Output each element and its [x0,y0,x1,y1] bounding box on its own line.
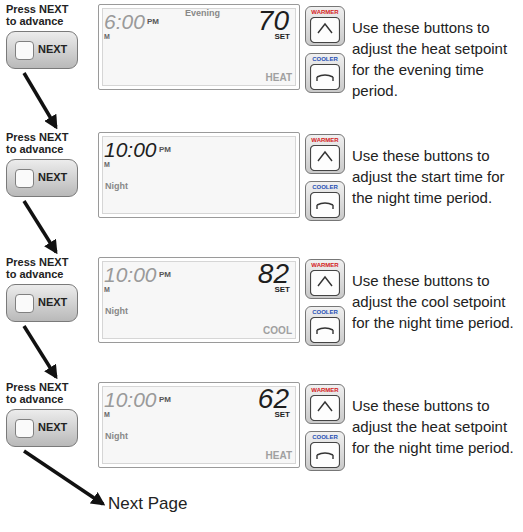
weekday: M [104,286,110,293]
up-key-icon [310,145,340,171]
am-pm: PM [147,18,159,26]
set-label: SET [274,411,290,419]
instruction-heading: Press NEXT to advance [6,131,76,155]
next-button: Press NEXT to advanceNEXT [6,256,78,322]
am-pm: PM [159,271,171,279]
button-label: NEXT [38,421,67,433]
button-key [15,169,34,188]
clock-time: 6:00 [104,11,145,32]
instruction-heading: Press NEXT to advance [6,3,76,27]
down-key-icon [310,317,340,343]
warmer-button: WARMER [305,134,345,174]
lcd-display: 10:00PM M 62SET NightHEAT [98,382,300,468]
cooler-button: COOLER [305,306,345,346]
step-arrow [24,201,56,252]
warmer-button: WARMER [305,259,345,299]
period-name: Evening [185,9,220,18]
instruction-text: Use these buttons to adjust the heat set… [352,395,520,458]
lcd-display: 10:00PM M Night [98,132,300,218]
mode-label: COOL [263,326,292,336]
key-label: WARMER [306,387,344,394]
key-label: COOLER [306,184,344,191]
button-label: NEXT [38,296,67,308]
next-page-text: Next Page [108,494,187,514]
warmer-button: WARMER [305,384,345,424]
period-name: Night [105,182,128,191]
key-label: COOLER [306,309,344,316]
next-button: Press NEXT to advanceNEXT [6,381,78,447]
period-name: Night [105,432,128,441]
step-arrow [24,451,103,504]
button-shape: NEXT [6,159,78,197]
instruction-text: Use these buttons to adjust the start ti… [352,145,520,208]
button-shape: NEXT [6,284,78,322]
next-button: Press NEXT to advanceNEXT [6,3,78,69]
warmer-button: WARMER [305,6,345,46]
button-key [15,41,34,60]
up-key-icon [310,17,340,43]
up-key-icon [310,395,340,421]
clock-time: 10:00 [104,264,157,285]
lcd-display: 6:00PM M Evening 70SET HEAT [98,4,300,90]
clock-time: 10:00 [104,139,157,160]
button-label: NEXT [38,43,67,55]
mode-label: HEAT [266,451,292,461]
button-shape: NEXT [6,31,78,69]
weekday: M [104,411,110,418]
button-key [15,294,34,313]
set-label: SET [274,286,290,294]
step-arrow [24,326,56,377]
button-label: NEXT [38,171,67,183]
key-label: COOLER [306,56,344,63]
button-key [15,419,34,438]
instruction-heading: Press NEXT to advance [6,256,76,280]
mode-label: HEAT [266,73,292,83]
clock-time: 10:00 [104,389,157,410]
instruction-text: Use these buttons to adjust the cool set… [352,270,520,333]
next-button: Press NEXT to advanceNEXT [6,131,78,197]
instruction-text: Use these buttons to adjust the heat set… [352,17,520,101]
cooler-button: COOLER [305,181,345,221]
key-label: WARMER [306,262,344,269]
am-pm: PM [159,146,171,154]
period-name: Night [105,307,128,316]
next-page-text: Next Page [108,494,187,514]
set-label: SET [274,33,290,41]
key-label: WARMER [306,9,344,16]
am-pm: PM [159,396,171,404]
weekday: M [104,161,110,168]
down-key-icon [310,192,340,218]
cooler-button: COOLER [305,53,345,93]
down-key-icon [310,442,340,468]
weekday: M [104,33,110,40]
setpoint: 70 [258,7,289,35]
key-label: COOLER [306,434,344,441]
cooler-button: COOLER [305,431,345,471]
instruction-heading: Press NEXT to advance [6,381,76,405]
key-label: WARMER [306,137,344,144]
setpoint: 62 [258,385,289,413]
lcd-display: 10:00PM M 82SET NightCOOL [98,257,300,343]
down-key-icon [310,64,340,90]
step-arrow [24,73,56,127]
button-shape: NEXT [6,409,78,447]
setpoint: 82 [258,260,289,288]
up-key-icon [310,270,340,296]
